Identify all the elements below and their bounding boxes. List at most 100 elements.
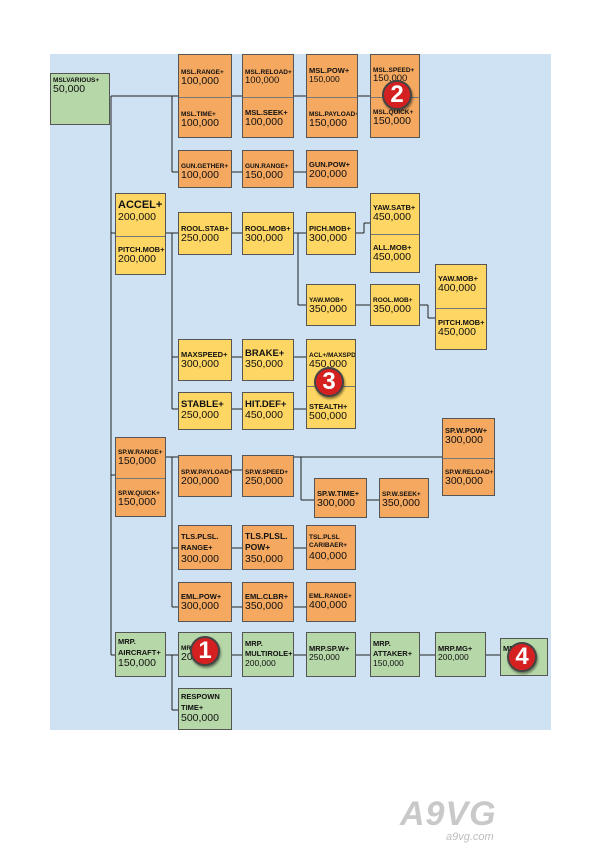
node-mrp-mg[interactable]: MRP.MG+ 200,000 xyxy=(435,632,486,677)
node-name: EML.RANGE+ xyxy=(309,593,352,600)
node-eml-pow[interactable]: EML.POW+ 300,000 xyxy=(178,582,232,622)
node-cost: 300,000 xyxy=(181,600,219,613)
node-cost: 100,000 xyxy=(181,75,219,88)
node-name: YAW.SATB+ xyxy=(373,203,416,212)
node-maxspeed[interactable]: MAXSPEED+ 300,000 xyxy=(178,339,232,381)
node-cost: 300,000 xyxy=(445,475,483,488)
node-cost: 450,000 xyxy=(245,409,283,422)
box-divider xyxy=(436,308,486,309)
node-name: ROOL.MOB+ xyxy=(373,297,413,304)
node-name: YAW.MOB+ xyxy=(309,297,344,304)
node-yaw-mob[interactable]: YAW.MOB+ 350,000 xyxy=(306,284,356,326)
node-brake[interactable]: BRAKE+ 350,000 xyxy=(242,339,294,381)
node-respown-time[interactable]: RESPOWN TIME+ 500,000 xyxy=(178,688,232,730)
node-eml-clbr[interactable]: EML.CLBR+ 350,000 xyxy=(242,582,294,622)
node-spw-seek[interactable]: SP.W.SEEK+ 350,000 xyxy=(379,478,429,518)
node-tls-pow[interactable]: TLS.PLSL. POW+ 350,000 xyxy=(242,525,294,570)
node-cost: 150,000 xyxy=(309,117,347,130)
box-divider xyxy=(371,234,419,235)
node-name: MRP. ATTAKER+ xyxy=(373,639,413,658)
node-mrp-spw[interactable]: MRP.SP.W+ 250,000 xyxy=(306,632,356,677)
node-cost: 300,000 xyxy=(445,434,483,447)
node-msl-reload-seek[interactable]: MSL.RELOAD+ 100,000 MSL.SEEK+ 100,000 xyxy=(242,54,294,138)
node-mslvarious[interactable]: MSLVARIOUS+ 50,000 xyxy=(50,73,110,125)
node-yaw-pitch-mob[interactable]: YAW.MOB+ 400,000 PITCH.MOB+ 450,000 xyxy=(435,264,487,350)
node-name: PITCH.MOB+ xyxy=(118,245,165,254)
node-name: PITCH.MOB+ xyxy=(438,318,485,327)
marker-2-badge: 2 xyxy=(382,80,412,110)
node-name: BRAKE+ xyxy=(245,348,285,359)
node-name: MRP.MG+ xyxy=(438,644,473,653)
node-pich-mob[interactable]: PICH.MOB+ 300,000 xyxy=(306,212,356,255)
node-spw-range-quick[interactable]: SP.W.RANGE+ 150,000 SP.W.QUICK+ 150,000 xyxy=(115,437,166,517)
node-mrp-attaker[interactable]: MRP. ATTAKER+ 150,000 xyxy=(370,632,420,677)
node-name: MSL.PAYLOAD+ xyxy=(309,111,358,118)
node-cost: 450,000 xyxy=(309,358,347,371)
node-name: ALL.MOB+ xyxy=(373,243,412,252)
node-cost: 150,000 xyxy=(118,455,156,468)
marker-1-badge: 1 xyxy=(190,636,220,666)
node-cost: 200,000 xyxy=(438,652,469,663)
node-name: STABLE+ xyxy=(181,399,224,410)
node-gun-gether[interactable]: GUN.GETHER+ 100,000 xyxy=(178,150,232,188)
node-tsl-caribaer[interactable]: TSL.PLSL CARIBAER+ 400,000 xyxy=(306,525,356,570)
node-cost: 200,000 xyxy=(118,210,156,223)
node-cost: 350,000 xyxy=(245,358,283,371)
node-cost: 250,000 xyxy=(181,232,219,245)
box-divider xyxy=(116,236,165,237)
watermark-logo-text: A9VG xyxy=(400,795,497,833)
node-name: ACL+/MAXSPD+ xyxy=(309,352,356,359)
node-msl-pow-payload[interactable]: MSL.POW+ 150,000 MSL.PAYLOAD+ 150,000 xyxy=(306,54,358,138)
node-rool-mob[interactable]: ROOL.MOB+ 300,000 xyxy=(242,212,294,255)
node-name: SP.W.QUICK+ xyxy=(118,490,160,497)
node-spw-pow-reload[interactable]: SP.W.POW+ 300,000 SP.W.RELOAD+ 300,000 xyxy=(442,418,495,496)
watermark-url: a9vg.com xyxy=(446,831,494,843)
node-spw-time[interactable]: SP.W.TIME+ 300,000 xyxy=(314,478,367,518)
node-name: MAXSPEED+ xyxy=(181,350,228,359)
node-name: SP.W.SEEK+ xyxy=(382,491,421,498)
node-eml-range[interactable]: EML.RANGE+ 400,000 xyxy=(306,582,356,622)
node-spw-speed[interactable]: SP.W.SPEED+ 250,000 xyxy=(242,455,294,497)
node-name: STEALTH+ xyxy=(309,402,348,411)
node-rool-mob-2[interactable]: ROOL.MOB+ 350,000 xyxy=(370,284,420,326)
node-spw-payload[interactable]: SP.W.PAYLOAD+ 200,000 xyxy=(178,455,232,497)
node-cost: 150,000 xyxy=(373,73,408,85)
node-yaw-satb-all-mob[interactable]: YAW.SATB+ 450,000 ALL.MOB+ 450,000 xyxy=(370,193,420,273)
node-cost: 300,000 xyxy=(309,232,347,245)
node-name: MSL.TIME+ xyxy=(181,111,216,118)
node-cost: 150,000 xyxy=(309,74,340,85)
node-cost: 350,000 xyxy=(245,552,283,565)
node-rool-stab[interactable]: ROOL.STAB+ 250,000 xyxy=(178,212,232,255)
node-cost: 400,000 xyxy=(309,549,347,562)
node-name: SP.W.PAYLOAD+ xyxy=(181,469,232,476)
node-accel-pitch[interactable]: ACCEL+ 200,000 PITCH.MOB+ 200,000 xyxy=(115,193,166,275)
node-cost: 350,000 xyxy=(245,600,283,613)
node-gun-range[interactable]: GUN.RANGE+ 150,000 xyxy=(242,150,294,188)
node-hit-def[interactable]: HIT.DEF+ 450,000 xyxy=(242,392,294,430)
node-cost: 100,000 xyxy=(181,169,219,182)
node-gun-pow[interactable]: GUN.POW+ 200,000 xyxy=(306,150,358,188)
node-cost: 50,000 xyxy=(53,83,86,96)
node-cost: 250,000 xyxy=(181,409,219,422)
node-mrp-multirole[interactable]: MRP. MULTIROLE+ 200,000 xyxy=(242,632,294,677)
box-divider xyxy=(116,478,165,479)
node-name: SP.W.RELOAD+ xyxy=(445,469,494,476)
node-cost: 100,000 xyxy=(245,116,283,129)
node-cost: 150,000 xyxy=(118,657,156,669)
node-tls-range[interactable]: TLS.PLSL. RANGE+ 300,000 xyxy=(178,525,232,570)
node-cost: 300,000 xyxy=(317,497,355,510)
node-name: MSLVARIOUS+ xyxy=(53,77,100,84)
node-name: MSL.RELOAD+ xyxy=(245,69,292,76)
node-cost: 100,000 xyxy=(181,117,219,130)
box-divider xyxy=(243,97,293,98)
node-mrp-aircraft[interactable]: MRP. AIRCRAFT+ 150,000 xyxy=(115,632,166,677)
node-name: TSL.PLSL CARIBAER+ xyxy=(309,534,348,550)
node-name: SP.W.SPEED+ xyxy=(245,469,289,476)
tree-background-panel xyxy=(50,54,551,730)
node-stable[interactable]: STABLE+ 250,000 xyxy=(178,392,232,430)
node-name: EML.POW+ xyxy=(181,592,222,601)
node-cost: 250,000 xyxy=(309,652,340,663)
node-cost: 500,000 xyxy=(309,410,347,423)
node-msl-range-time[interactable]: MSL.RANGE+ 100,000 MSL.TIME+ 100,000 xyxy=(178,54,232,138)
node-name: MSL.POW+ xyxy=(309,66,350,75)
